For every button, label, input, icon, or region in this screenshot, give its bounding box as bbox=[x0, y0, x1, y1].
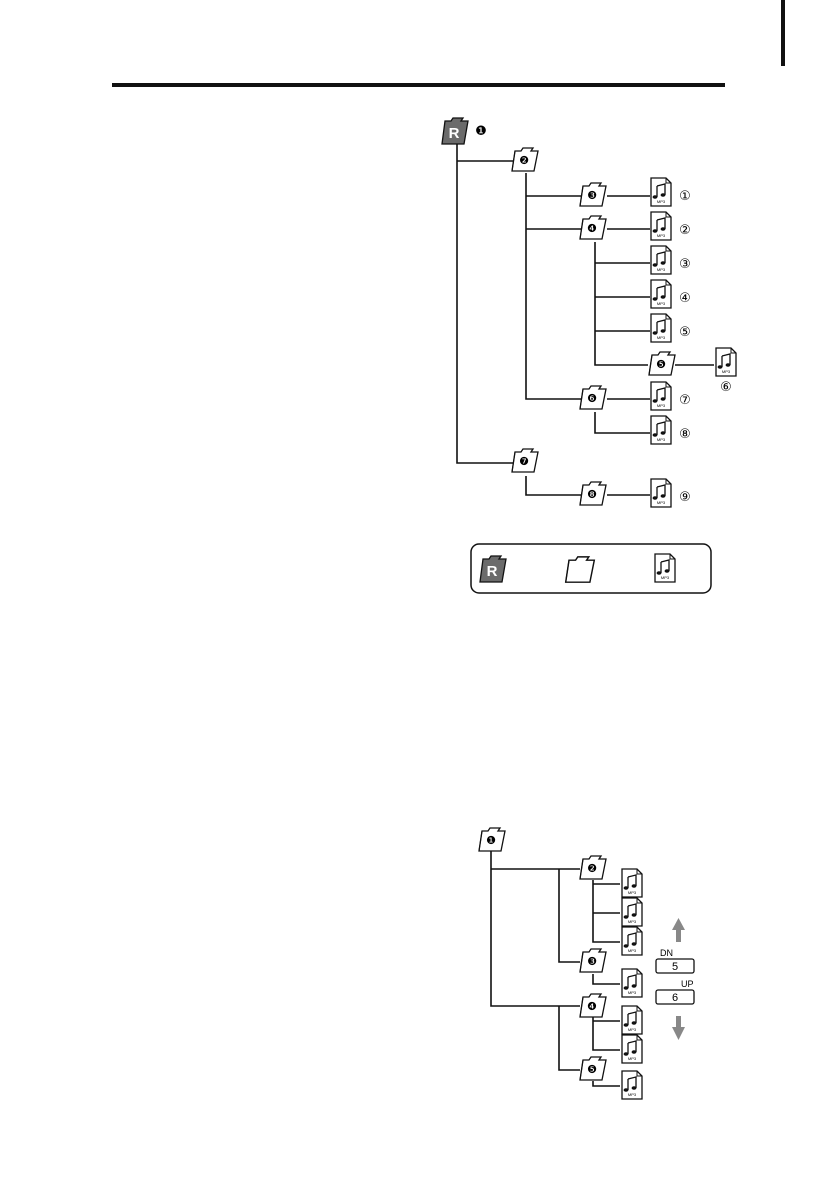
legend-root-label: R bbox=[487, 563, 498, 580]
file-tag: MP3 bbox=[657, 199, 666, 204]
file-tag: MP3 bbox=[628, 1027, 637, 1032]
mp3-file-icon: MP3 bbox=[621, 968, 643, 998]
file-tag: MP3 bbox=[628, 990, 637, 995]
mp3-file-icon: MP3 bbox=[621, 1034, 643, 1064]
file-1-number: ① bbox=[679, 189, 691, 204]
folder-4-number: ❹ bbox=[587, 222, 597, 235]
d2-folder-1-number: ❶ bbox=[486, 834, 496, 847]
dn-key-button bbox=[655, 958, 695, 974]
mp3-file-icon: MP3 bbox=[650, 381, 672, 411]
d2-folder-5-number: ❺ bbox=[587, 1063, 597, 1076]
folder-3-number: ❸ bbox=[587, 189, 597, 202]
mp3-file-icon: MP3 bbox=[650, 177, 672, 207]
file-6-number: ⑥ bbox=[720, 380, 732, 395]
header-rule bbox=[112, 83, 725, 87]
mp3-file-icon: MP3 bbox=[621, 897, 643, 927]
file-5-number: ⑤ bbox=[679, 325, 691, 340]
arrow-down-icon bbox=[672, 1016, 685, 1040]
file-tag: MP3 bbox=[657, 267, 666, 272]
mp3-file-icon: MP3 bbox=[650, 279, 672, 309]
folder-5-number: ❺ bbox=[656, 358, 666, 371]
mp3-file-icon: MP3 bbox=[650, 478, 672, 508]
legend-mp3-file-icon: MP3 bbox=[654, 553, 676, 583]
dn-key-number: 5 bbox=[672, 961, 678, 973]
d2-folder-3-number: ❸ bbox=[587, 955, 597, 968]
file-tag: MP3 bbox=[657, 403, 666, 408]
mp3-file-icon: MP3 bbox=[621, 926, 643, 956]
mp3-file-icon: MP3 bbox=[715, 347, 737, 377]
file-tag: MP3 bbox=[628, 1092, 637, 1097]
file-9-number: ⑨ bbox=[679, 490, 691, 505]
root-folder-icon: R bbox=[441, 117, 469, 145]
folder-8-number: ❽ bbox=[587, 488, 597, 501]
mp3-file-icon: MP3 bbox=[621, 1070, 643, 1100]
file-2-number: ② bbox=[679, 223, 691, 238]
folder-7-number: ❼ bbox=[519, 455, 529, 468]
file-tag: MP3 bbox=[657, 500, 666, 505]
folder-1-number: ❶ bbox=[475, 124, 487, 139]
diagram2-tree-lines bbox=[490, 850, 620, 1087]
legend-file-tag: MP3 bbox=[661, 575, 670, 580]
mp3-file-icon: MP3 bbox=[650, 211, 672, 241]
file-tag: MP3 bbox=[628, 919, 637, 924]
legend-folder-icon bbox=[564, 556, 596, 583]
file-tag: MP3 bbox=[628, 890, 637, 895]
file-tag: MP3 bbox=[657, 335, 666, 340]
arrow-up-icon bbox=[672, 918, 685, 942]
root-folder-label: R bbox=[449, 125, 460, 142]
mp3-file-icon: MP3 bbox=[650, 313, 672, 343]
file-tag: MP3 bbox=[722, 369, 731, 374]
up-label: UP bbox=[681, 979, 694, 989]
file-3-number: ③ bbox=[679, 257, 691, 272]
file-tag: MP3 bbox=[657, 233, 666, 238]
mp3-file-icon: MP3 bbox=[650, 245, 672, 275]
page-edge-bar bbox=[781, 0, 785, 66]
dn-label: DN bbox=[660, 948, 673, 958]
file-tag: MP3 bbox=[657, 437, 666, 442]
up-key-number: 6 bbox=[672, 992, 678, 1004]
folder-6-number: ❻ bbox=[587, 392, 597, 405]
d2-folder-4-number: ❹ bbox=[587, 1000, 597, 1013]
mp3-file-icon: MP3 bbox=[621, 1005, 643, 1035]
file-tag: MP3 bbox=[628, 948, 637, 953]
file-8-number: ⑧ bbox=[679, 427, 691, 442]
legend-root-folder-icon: R bbox=[479, 555, 507, 583]
file-7-number: ⑦ bbox=[679, 393, 691, 408]
mp3-file-icon: MP3 bbox=[621, 868, 643, 898]
diagram1-tree-lines bbox=[456, 144, 714, 496]
file-tag: MP3 bbox=[657, 301, 666, 306]
file-4-number: ④ bbox=[679, 291, 691, 306]
up-key-button bbox=[655, 989, 695, 1005]
d2-folder-2-number: ❷ bbox=[587, 862, 597, 875]
folder-2-number: ❷ bbox=[519, 154, 529, 167]
mp3-file-icon: MP3 bbox=[650, 415, 672, 445]
file-tag: MP3 bbox=[628, 1056, 637, 1061]
